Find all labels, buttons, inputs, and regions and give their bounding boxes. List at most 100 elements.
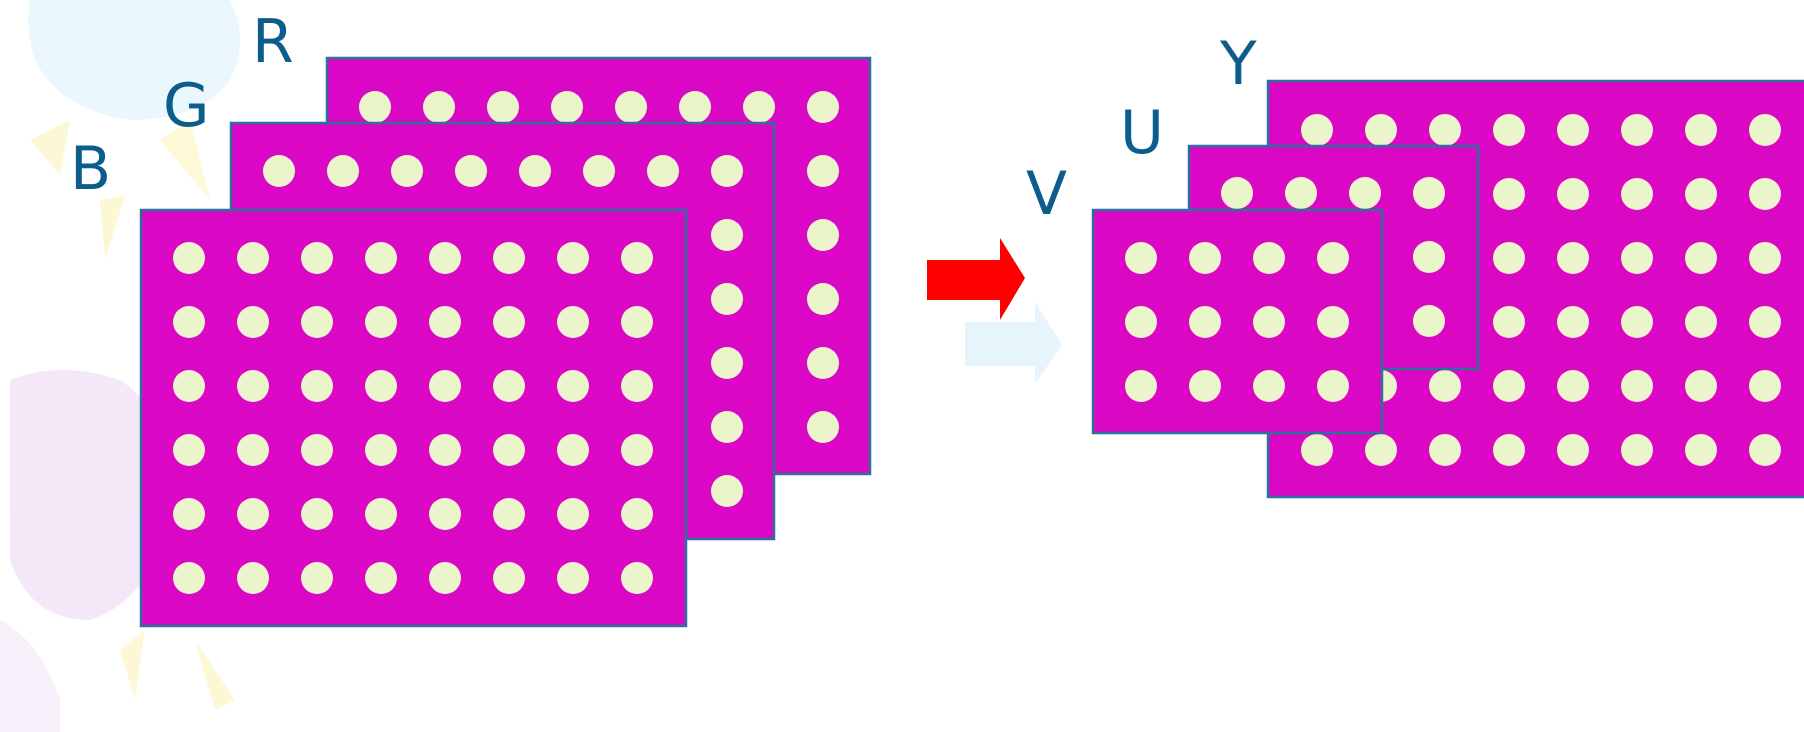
pixel-dot <box>1493 306 1525 338</box>
pixel-dot <box>807 219 839 251</box>
pixel-dot <box>1413 177 1445 209</box>
pixel-dot <box>359 91 391 123</box>
pixel-dot <box>365 498 397 530</box>
balloon-bottom-shape <box>0 620 60 732</box>
pixel-dot <box>711 219 743 251</box>
balloon-top-shape <box>28 0 241 120</box>
arrow-shadow-icon <box>965 302 1062 384</box>
label-u: U <box>1120 98 1164 168</box>
pixel-dot <box>807 155 839 187</box>
pixel-dot <box>429 434 461 466</box>
pixel-dot <box>1301 114 1333 146</box>
pixel-dot <box>621 434 653 466</box>
pixel-dot <box>621 306 653 338</box>
pixel-dot <box>1685 178 1717 210</box>
pixel-dot <box>493 242 525 274</box>
pixel-dot <box>711 283 743 315</box>
pixel-dot <box>1189 370 1221 402</box>
pixel-dot <box>493 562 525 594</box>
pixel-dot <box>711 347 743 379</box>
conversion-arrow <box>927 238 1062 384</box>
pixel-dot <box>807 411 839 443</box>
pixel-dot <box>1189 242 1221 274</box>
pixel-dot <box>647 155 679 187</box>
pixel-dot <box>429 242 461 274</box>
pixel-dot <box>429 306 461 338</box>
pixel-dot <box>493 306 525 338</box>
pixel-dot <box>1621 306 1653 338</box>
pixel-dot <box>1317 370 1349 402</box>
balloon-left-shape <box>10 370 172 620</box>
pixel-dot <box>711 475 743 507</box>
pixel-dot <box>743 91 775 123</box>
sun-ray-2 <box>100 195 125 260</box>
pixel-dot <box>237 306 269 338</box>
pixel-dot <box>615 91 647 123</box>
pixel-dot <box>301 562 333 594</box>
pixel-dot <box>365 434 397 466</box>
pixel-dot <box>621 562 653 594</box>
sun-ray-4 <box>120 630 145 700</box>
pixel-dot <box>237 434 269 466</box>
pixel-dot <box>301 434 333 466</box>
pixel-dot <box>1557 114 1589 146</box>
pixel-dot <box>1749 114 1781 146</box>
pixel-dot <box>557 370 589 402</box>
pixel-dot <box>621 498 653 530</box>
pixel-dot <box>173 370 205 402</box>
pixel-dot <box>173 242 205 274</box>
pixel-dot <box>557 562 589 594</box>
pixel-dot <box>237 498 269 530</box>
pixel-dot <box>583 155 615 187</box>
pixel-dot <box>1253 306 1285 338</box>
pixel-dot <box>173 498 205 530</box>
label-y: Y <box>1219 29 1257 99</box>
pixel-dot <box>1621 370 1653 402</box>
pixel-dot <box>1557 370 1589 402</box>
pixel-dot <box>429 498 461 530</box>
pixel-dot <box>1685 370 1717 402</box>
pixel-dot <box>493 434 525 466</box>
pixel-dot <box>263 155 295 187</box>
pixel-dot <box>1621 178 1653 210</box>
sun-ray-3 <box>160 120 210 200</box>
pixel-dot <box>1685 242 1717 274</box>
pixel-dot <box>1493 242 1525 274</box>
pixel-dot <box>1429 370 1461 402</box>
pixel-dot <box>1365 434 1397 466</box>
pixel-dot <box>301 370 333 402</box>
pixel-dot <box>807 347 839 379</box>
pixel-dot <box>1621 434 1653 466</box>
pixel-dot <box>429 370 461 402</box>
pixel-dot <box>1557 178 1589 210</box>
label-b: B <box>70 134 111 204</box>
pixel-dot <box>423 91 455 123</box>
pixel-dot <box>1301 434 1333 466</box>
pixel-dot <box>621 370 653 402</box>
pixel-dot <box>487 91 519 123</box>
pixel-dot <box>1749 242 1781 274</box>
sun-ray-1 <box>30 120 70 175</box>
pixel-dot <box>1429 434 1461 466</box>
pixel-dot <box>173 562 205 594</box>
pixel-dot <box>493 498 525 530</box>
pixel-dot <box>1221 177 1253 209</box>
pixel-dot <box>1349 177 1381 209</box>
pixel-dot <box>365 306 397 338</box>
pixel-dot <box>1493 114 1525 146</box>
pixel-dot <box>1413 241 1445 273</box>
pixel-dot <box>301 306 333 338</box>
pixel-dot <box>1125 306 1157 338</box>
plane-b <box>139 208 688 628</box>
pixel-dot <box>621 242 653 274</box>
pixel-dot <box>1493 178 1525 210</box>
pixel-dot <box>1493 434 1525 466</box>
pixel-dot <box>1557 434 1589 466</box>
pixel-dot <box>1317 306 1349 338</box>
pixel-dot <box>1253 242 1285 274</box>
pixel-dot <box>1365 114 1397 146</box>
pixel-dot <box>1749 370 1781 402</box>
pixel-dot <box>1317 242 1349 274</box>
pixel-dot <box>1685 306 1717 338</box>
sun-ray-5 <box>195 640 235 710</box>
